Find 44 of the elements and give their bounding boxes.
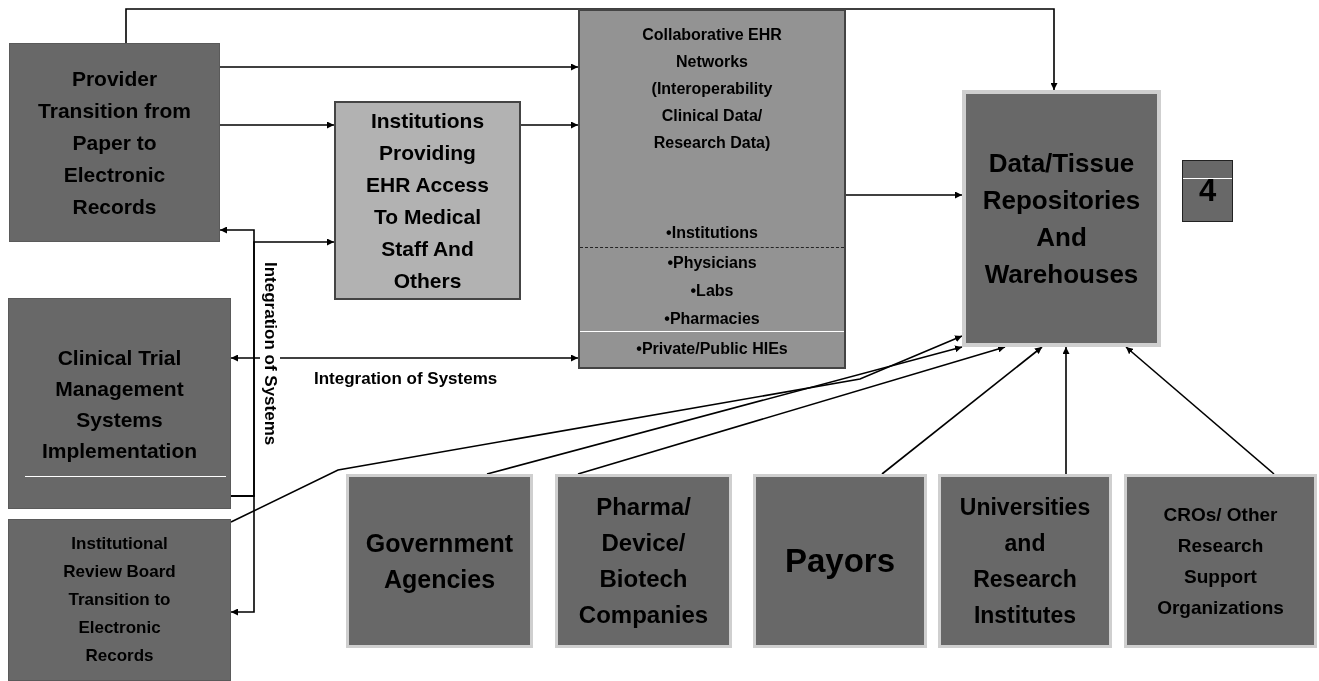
box-label: Clinical Trial Management Systems Implementation [40, 344, 199, 464]
process-box [334, 101, 521, 300]
process-box [1182, 160, 1233, 222]
arrow [520, 121, 579, 129]
box-label: CROs/ Other Research Support Organizations [1156, 503, 1285, 620]
arrow [486, 345, 963, 475]
box-label: Provider Transition from Paper to Electronic Records [37, 65, 192, 220]
process-box [346, 474, 533, 648]
edge-label: Integration of Systems [260, 262, 280, 446]
arrow [1062, 346, 1070, 475]
arrow [219, 63, 579, 71]
box-label: Universities and Research Institutes [958, 493, 1092, 630]
list-item: •Private/Public HIEs [635, 339, 789, 359]
process-box [8, 298, 231, 509]
list-item: •Pharmacies [663, 309, 761, 329]
arrow [125, 8, 1058, 91]
box-label: Institutional Review Board Transition to Electronic Records [62, 533, 177, 667]
box-label: 4 [1198, 174, 1217, 208]
arrow [881, 346, 1043, 475]
process-box [555, 474, 732, 648]
arrow [219, 121, 335, 129]
box-label: Institutions Providing EHR Access To Medical Staff And Others [365, 107, 490, 294]
process-box [8, 519, 231, 681]
box-label: Data/Tissue Repositories And Warehouses [981, 146, 1142, 291]
arrow [1125, 346, 1275, 475]
box-heading: Collaborative EHR Networks (Interoperability Clinical Data/ Research Data) [641, 25, 783, 153]
list-item: •Labs [689, 281, 735, 301]
edge-label: Integration of Systems [314, 369, 498, 389]
arrow [845, 191, 963, 199]
list-item: •Physicians [666, 253, 758, 273]
box-label: Payors [784, 541, 896, 581]
process-box [578, 9, 846, 369]
arrow [230, 495, 255, 616]
arrow [577, 345, 1006, 475]
box-label: Pharma/ Device/ Biotech Companies [577, 492, 710, 630]
list-item: •Institutions [665, 223, 759, 243]
process-box [1124, 474, 1317, 648]
arrow [230, 354, 579, 362]
process-box [753, 474, 927, 648]
process-box [938, 474, 1112, 648]
process-box [962, 90, 1161, 347]
box-label: Government Agencies [364, 528, 515, 595]
process-box [9, 43, 220, 242]
arrow [230, 335, 963, 523]
